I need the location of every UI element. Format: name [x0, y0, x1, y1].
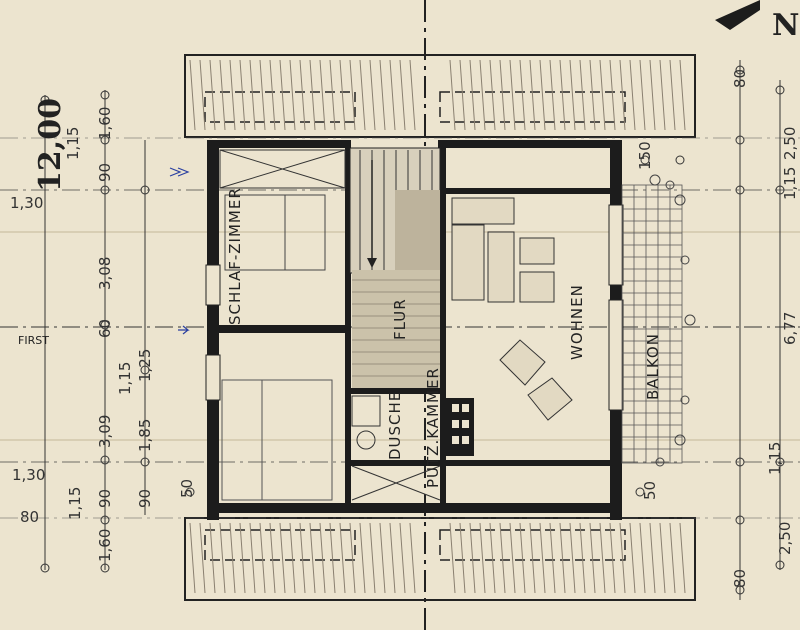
dim-left-115-mid: 1,15 [116, 362, 134, 395]
dim-left-115-top: 1,15 [64, 127, 82, 160]
flur-floor [352, 270, 440, 388]
room-label-schlafzimmer: SCHLAF-ZIMMER [226, 187, 244, 325]
north-label: N [772, 8, 799, 43]
room-label-flur: FLUR [391, 298, 409, 340]
dim-left-308: 3,08 [96, 257, 114, 290]
bed [224, 194, 326, 271]
room-label-balkon: BALKON [644, 333, 662, 400]
dim-right-677: 6,77 [781, 312, 799, 345]
dim-left-115-bot: 1,15 [66, 487, 84, 520]
dim-left-90-top: 90 [96, 163, 114, 182]
planters [649, 174, 696, 467]
roof-overhang-top [184, 54, 696, 138]
dim-left-185: 1,85 [136, 419, 154, 452]
staircase [349, 147, 441, 290]
dim-right-250-bot: 2,50 [776, 522, 794, 555]
dim-right-115-bot: 1,15 [766, 442, 784, 475]
room-label-wohnen: WOHNEN [568, 284, 586, 360]
dim-left-50: 50 [178, 479, 196, 498]
first-label: FIRST [18, 334, 49, 347]
dim-left-160-bot: 1,60 [96, 529, 114, 562]
dim-left-130-top: 1,30 [10, 194, 43, 212]
room-label-putzkammer: PUTZ.KAMMER [424, 367, 442, 488]
dim-left-90-a: 90 [96, 489, 114, 508]
dim-left-130-bot: 1,30 [12, 466, 45, 484]
dim-right-80-top: 80 [731, 69, 749, 88]
pen-marks [169, 167, 190, 335]
dim-right-150: 150 [636, 141, 654, 170]
roof-overhang-bottom [184, 517, 696, 601]
armchair [499, 339, 573, 421]
balcony-grid [621, 184, 683, 464]
total-width-label: 12,00 [33, 98, 68, 192]
dim-left-60: 60 [96, 319, 114, 338]
wardrobe [219, 149, 346, 189]
dim-left-160-top: 1,60 [96, 107, 114, 140]
dim-right-80-bot: 80 [731, 569, 749, 588]
dim-left-90-b: 90 [136, 489, 154, 508]
room-label-dusche: DUSCHE [386, 391, 404, 460]
dim-right-115-top: 1,15 [781, 167, 799, 200]
chimney [446, 398, 474, 456]
north-arrow [715, 0, 760, 30]
dim-right-250-top: 2,50 [781, 127, 799, 160]
dim-left-80-bot: 80 [20, 508, 39, 526]
dim-left-309: 3,09 [96, 415, 114, 448]
dim-left-125: 1,25 [136, 349, 154, 382]
dim-right-50: 50 [641, 481, 659, 500]
bathroom-fixtures [351, 395, 441, 501]
bed-2 [221, 379, 333, 501]
sofa [451, 197, 555, 303]
